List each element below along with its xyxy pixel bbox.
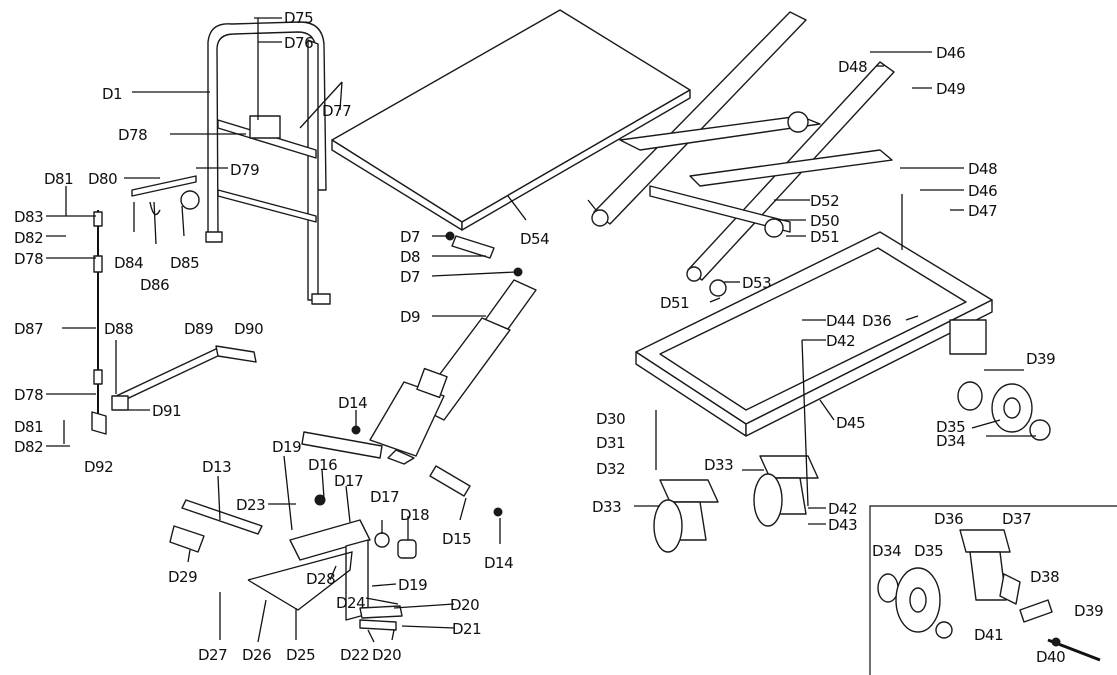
label-d20-right: D20	[450, 596, 479, 614]
release-linkage	[91, 175, 257, 435]
label-d48-bottom: D48	[968, 160, 997, 178]
label-d41: D41	[974, 626, 1003, 644]
label-d21: D21	[452, 620, 481, 638]
label-d53: D53	[742, 274, 771, 292]
label-d85: D85	[170, 254, 199, 272]
label-d52: D52	[810, 192, 839, 210]
label-d86: D86	[140, 276, 169, 294]
small-parts	[301, 231, 523, 517]
label-d54: D54	[520, 230, 549, 248]
caster-detail-inset	[869, 505, 1117, 675]
label-d79: D79	[230, 161, 259, 179]
label-d82-top: D82	[14, 229, 43, 247]
label-d51-top: D51	[810, 228, 839, 246]
leader-lines	[46, 17, 1036, 643]
label-d34-inset: D34	[872, 542, 901, 560]
label-d25: D25	[286, 646, 315, 664]
label-d77: D77	[322, 102, 351, 120]
label-d39-inset: D39	[1074, 602, 1103, 620]
fixed-wheel	[957, 381, 1051, 441]
label-d36-inset: D36	[934, 510, 963, 528]
label-d76: D76	[284, 34, 313, 52]
label-d30: D30	[596, 410, 625, 428]
label-d19-bottom: D19	[398, 576, 427, 594]
label-d16: D16	[308, 456, 337, 474]
label-d46-bottom: D46	[968, 182, 997, 200]
label-d1: D1	[102, 85, 122, 103]
label-d34-main: D34	[936, 432, 965, 450]
label-d29: D29	[168, 568, 197, 586]
swivel-casters	[653, 455, 819, 553]
label-d15: D15	[442, 530, 471, 548]
label-d43: D43	[828, 516, 857, 534]
label-d33-right: D33	[704, 456, 733, 474]
label-d46-top: D46	[936, 44, 965, 62]
label-d80: D80	[88, 170, 117, 188]
label-d78-middle: D78	[14, 250, 43, 268]
label-d23: D23	[236, 496, 265, 514]
label-d35-inset: D35	[914, 542, 943, 560]
table-platform	[331, 9, 691, 231]
label-d19-top: D19	[272, 438, 301, 456]
label-d17-left: D17	[334, 472, 363, 490]
label-d20-bottom: D20	[372, 646, 401, 664]
hydraulic-pump	[369, 279, 537, 465]
scissor-arms	[591, 11, 895, 297]
label-d88: D88	[104, 320, 133, 338]
label-d87: D87	[14, 320, 43, 338]
label-d84: D84	[114, 254, 143, 272]
label-d36-main: D36	[862, 312, 891, 330]
label-d92: D92	[84, 458, 113, 476]
label-d38: D38	[1030, 568, 1059, 586]
label-d7-bottom: D7	[400, 268, 420, 286]
pedal-assembly	[169, 494, 417, 631]
label-d17-right: D17	[370, 488, 399, 506]
label-d89: D89	[184, 320, 213, 338]
label-d37: D37	[1002, 510, 1031, 528]
label-d75: D75	[284, 9, 313, 27]
label-d7-top: D7	[400, 228, 420, 246]
label-d8: D8	[400, 248, 420, 266]
label-d82-bottom: D82	[14, 438, 43, 456]
label-d32: D32	[596, 460, 625, 478]
label-d48-top: D48	[838, 58, 867, 76]
label-d78-bottom: D78	[14, 386, 43, 404]
label-d39-main: D39	[1026, 350, 1055, 368]
label-d78-top: D78	[118, 126, 147, 144]
part-labels: D75 D76 D1 D77 D78 D79 D80 D81 D83 D82 D…	[14, 9, 1104, 666]
label-d26: D26	[242, 646, 271, 664]
label-d50: D50	[810, 212, 839, 230]
label-d91: D91	[152, 402, 181, 420]
label-d90: D90	[234, 320, 263, 338]
label-d9: D9	[400, 308, 420, 326]
label-d35-main: D35	[936, 418, 965, 436]
label-d42-bottom: D42	[828, 500, 857, 518]
label-d40: D40	[1036, 648, 1065, 666]
label-d28: D28	[306, 570, 335, 588]
label-d51-bottom: D51	[660, 294, 689, 312]
label-d18: D18	[400, 506, 429, 524]
label-d14-top: D14	[338, 394, 367, 412]
label-d81-bottom: D81	[14, 418, 43, 436]
label-d42-top: D42	[826, 332, 855, 350]
label-d44: D44	[826, 312, 855, 330]
label-d47: D47	[968, 202, 997, 220]
push-handle-frame	[205, 21, 331, 305]
label-d13: D13	[202, 458, 231, 476]
label-d31: D31	[596, 434, 625, 452]
label-d81-top: D81	[44, 170, 73, 188]
label-d24: D24	[336, 594, 365, 612]
label-d33-left: D33	[592, 498, 621, 516]
label-d14-bottom: D14	[484, 554, 513, 572]
label-d49: D49	[936, 80, 965, 98]
label-d27: D27	[198, 646, 227, 664]
label-d22: D22	[340, 646, 369, 664]
base-frame	[635, 231, 993, 437]
label-d83: D83	[14, 208, 43, 226]
label-d45: D45	[836, 414, 865, 432]
